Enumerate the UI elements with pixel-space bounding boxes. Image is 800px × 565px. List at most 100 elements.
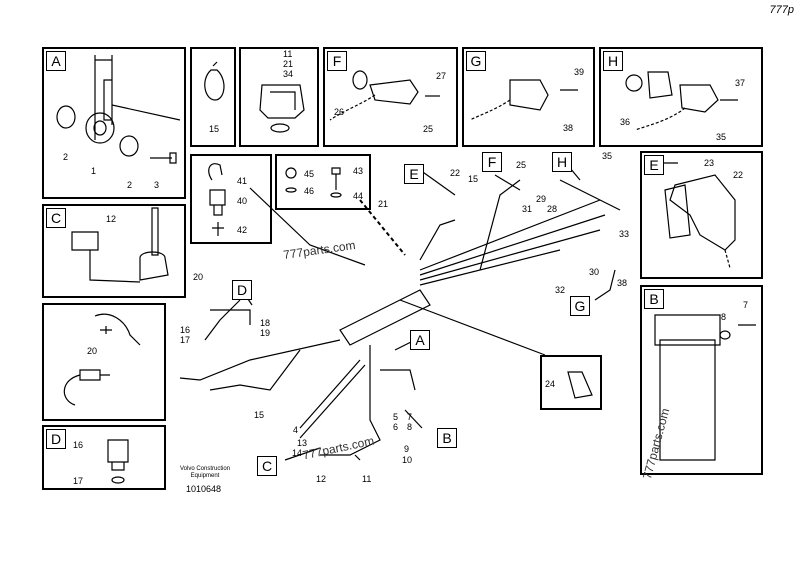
screw-43 <box>331 167 341 190</box>
company-name-line2: Equipment <box>190 473 220 479</box>
part-20-box: 20 <box>87 346 98 356</box>
detail-box-c <box>42 204 186 298</box>
callout-d-main: D <box>232 280 252 300</box>
callout-f-box: F <box>327 51 347 71</box>
callout-g-main: G <box>570 296 590 316</box>
switch-40 <box>209 189 226 216</box>
part-19: 19 <box>260 328 271 338</box>
part-18: 18 <box>260 318 271 328</box>
part-35-main: 35 <box>602 151 613 161</box>
connector-g <box>509 79 549 111</box>
part-11: 11 <box>283 49 293 59</box>
detail-box-clamp <box>190 47 236 147</box>
part-28: 28 <box>547 204 558 214</box>
part-5: 5 <box>393 412 399 422</box>
sensor-16 <box>107 439 129 471</box>
callout-b-main: B <box>437 428 457 448</box>
sensor-20 <box>79 369 110 381</box>
clip-24 <box>567 371 593 399</box>
harness-d-branch <box>210 309 251 325</box>
part-6: 6 <box>393 422 399 432</box>
part-11-main: 11 <box>362 474 372 484</box>
part-7-main: 7 <box>407 412 413 422</box>
part-14: 14 <box>292 448 303 458</box>
part-21-box: 21 <box>283 59 294 69</box>
part-2-left: 2 <box>63 152 69 162</box>
harness-left <box>179 339 341 381</box>
detail-box-screws <box>275 154 371 210</box>
part-4: 4 <box>293 425 299 435</box>
callout-c-box: C <box>46 208 66 228</box>
cab-post <box>94 55 113 140</box>
part-1: 1 <box>91 166 97 176</box>
drawing-number: 1010648 <box>186 484 222 494</box>
part-34: 34 <box>283 69 294 79</box>
part-20-main: 20 <box>193 272 204 282</box>
detail-box-a <box>42 47 186 199</box>
detail-box-g <box>462 47 595 147</box>
part-26: 26 <box>334 107 345 117</box>
roller-main <box>85 112 115 144</box>
part-15-main: 15 <box>468 174 479 184</box>
part-9: 9 <box>404 444 410 454</box>
hose-20 <box>94 313 141 346</box>
harness-main <box>419 199 606 286</box>
part-33: 33 <box>619 229 630 239</box>
part-16-box: 16 <box>73 440 84 450</box>
part-21-main: 21 <box>378 199 389 209</box>
harness-down <box>320 345 381 456</box>
pipe-12 <box>151 207 159 256</box>
part-3: 3 <box>154 180 160 190</box>
callout-a-box: A <box>46 51 66 71</box>
roller-right <box>119 135 139 157</box>
detail-box-sensor-20 <box>42 303 166 421</box>
callout-e-box: E <box>644 155 664 175</box>
roller-left <box>56 105 76 129</box>
part-25-box: 25 <box>423 124 434 134</box>
callout-h-box: H <box>603 51 623 71</box>
detail-box-bracket <box>239 47 319 147</box>
bolt-3 <box>150 152 177 164</box>
part-41: 41 <box>237 176 248 186</box>
bracket <box>259 84 305 119</box>
clamp-15 <box>204 61 225 101</box>
part-2-right: 2 <box>127 180 133 190</box>
connector-h <box>679 84 719 113</box>
part-12-main: 12 <box>316 474 327 484</box>
nut-45 <box>285 167 297 179</box>
part-29: 29 <box>536 194 547 204</box>
detail-box-switch <box>190 154 272 244</box>
part-24: 24 <box>545 379 556 389</box>
part-27: 27 <box>436 71 447 81</box>
junction-box <box>339 289 431 346</box>
part-17-box: 17 <box>73 476 84 486</box>
part-38-main: 38 <box>617 278 628 288</box>
part-15-box: 15 <box>209 124 220 134</box>
callout-d-box: D <box>46 429 66 449</box>
part-30: 30 <box>589 267 600 277</box>
part-42: 42 <box>237 225 248 235</box>
part-10: 10 <box>402 455 413 465</box>
company-name-line1: Volvo Construction <box>179 466 231 472</box>
gasket-f <box>352 70 368 90</box>
part-7-box: 7 <box>743 300 749 310</box>
connector-f <box>369 79 419 105</box>
gasket-h <box>625 74 643 92</box>
callout-f-main: F <box>482 152 502 172</box>
part-12-box: 12 <box>106 214 117 224</box>
callout-e-main: E <box>404 164 424 184</box>
part-39: 39 <box>574 67 585 77</box>
part-23: 23 <box>704 158 715 168</box>
callout-c-main: C <box>257 456 277 476</box>
callout-g-box: G <box>466 51 486 71</box>
part-36: 36 <box>620 117 631 127</box>
callout-a-main: A <box>410 330 430 350</box>
part-32: 32 <box>555 285 566 295</box>
part-40: 40 <box>237 196 248 206</box>
page-reference: 777p <box>769 4 794 16</box>
part-44: 44 <box>353 191 364 201</box>
part-38-box: 38 <box>563 123 574 133</box>
part-16-main: 16 <box>180 325 191 335</box>
part-17-main: 17 <box>180 335 191 345</box>
